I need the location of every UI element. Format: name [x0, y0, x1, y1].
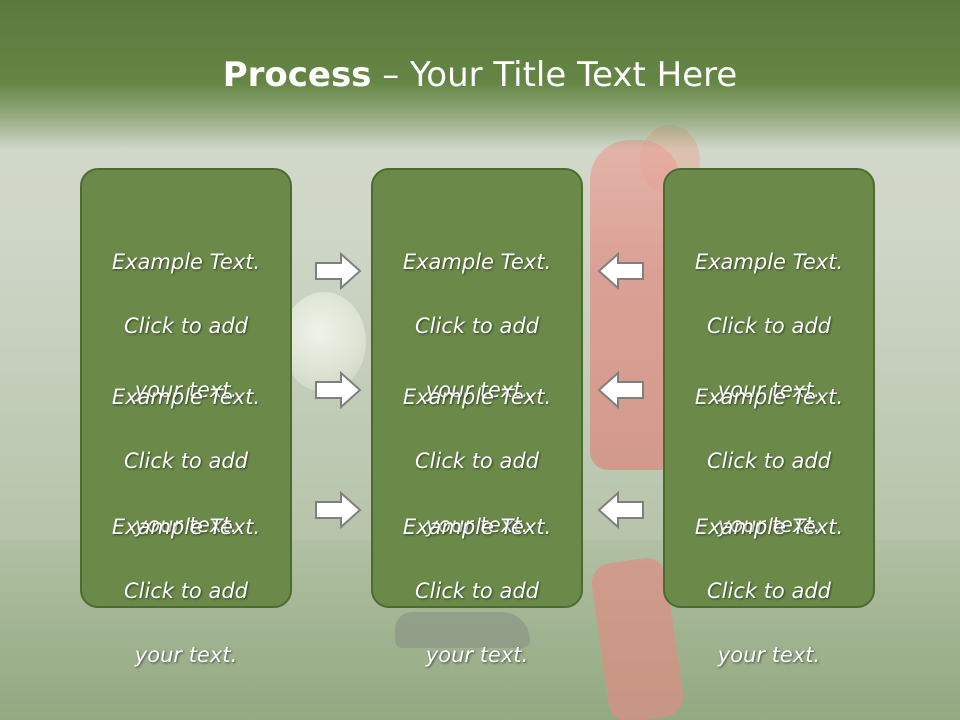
arrow-left-icon — [597, 491, 645, 529]
text-placeholder[interactable]: Example Text. Click to add your text. — [82, 479, 290, 703]
text-placeholder[interactable]: Example Text. Click to add your text. — [82, 349, 290, 573]
text-line: Example Text. — [694, 515, 844, 539]
process-box-center[interactable]: Example Text. Click to add your text. Ex… — [371, 168, 583, 667]
title-bar: Process – Your Title Text Here — [0, 0, 960, 150]
text-placeholder[interactable]: Example Text. Click to add your text. — [373, 479, 581, 703]
text-placeholder[interactable]: Example Text. Click to add your text. — [665, 479, 873, 703]
text-line: your text. — [425, 378, 529, 402]
text-line: Click to add — [706, 449, 831, 473]
text-line: Click to add — [414, 314, 539, 338]
text-line: Example Text. — [402, 515, 552, 539]
text-placeholder[interactable]: Example Text. Click to add your text. — [665, 349, 873, 573]
text-line: your text. — [134, 513, 238, 537]
text-line: Click to add — [414, 449, 539, 473]
background-shoe — [395, 612, 530, 648]
text-line: Example Text. — [694, 385, 844, 409]
text-line: Example Text. — [111, 385, 261, 409]
text-line: your text. — [134, 378, 238, 402]
text-placeholder[interactable]: Example Text. Click to add your text. — [373, 214, 581, 438]
slide-title[interactable]: Process – Your Title Text Here — [0, 52, 960, 98]
text-line: your text. — [134, 643, 238, 667]
arrow-left-icon — [597, 252, 645, 290]
text-line: Click to add — [123, 579, 248, 603]
title-rest-part: – Your Title Text Here — [371, 55, 738, 95]
arrow-right-icon — [314, 371, 362, 409]
arrow-right-icon — [314, 491, 362, 529]
text-line: Example Text. — [402, 250, 552, 274]
text-placeholder[interactable]: Example Text. Click to add your text. — [373, 349, 581, 573]
text-line: your text. — [717, 378, 821, 402]
text-placeholder[interactable]: Example Text. Click to add your text. — [665, 214, 873, 438]
text-placeholder[interactable]: Example Text. Click to add your text. — [82, 214, 290, 438]
text-line: your text. — [717, 643, 821, 667]
arrow-right-icon — [314, 252, 362, 290]
process-box-right[interactable]: Example Text. Click to add your text. Ex… — [663, 168, 875, 667]
title-bold-part: Process — [222, 55, 372, 95]
text-line: your text. — [717, 513, 821, 537]
text-line: Click to add — [706, 314, 831, 338]
text-line: Example Text. — [402, 385, 552, 409]
text-line: Click to add — [123, 449, 248, 473]
background-soccer-ball — [282, 292, 366, 392]
process-box-left[interactable]: Example Text. Click to add your text. Ex… — [80, 168, 292, 667]
text-line: your text. — [425, 513, 529, 537]
text-line: Click to add — [123, 314, 248, 338]
text-line: Example Text. — [111, 250, 261, 274]
text-line: Click to add — [706, 579, 831, 603]
text-line: Example Text. — [111, 515, 261, 539]
text-line: your text. — [425, 643, 529, 667]
text-line: Click to add — [414, 579, 539, 603]
text-line: Example Text. — [694, 250, 844, 274]
arrow-left-icon — [597, 371, 645, 409]
